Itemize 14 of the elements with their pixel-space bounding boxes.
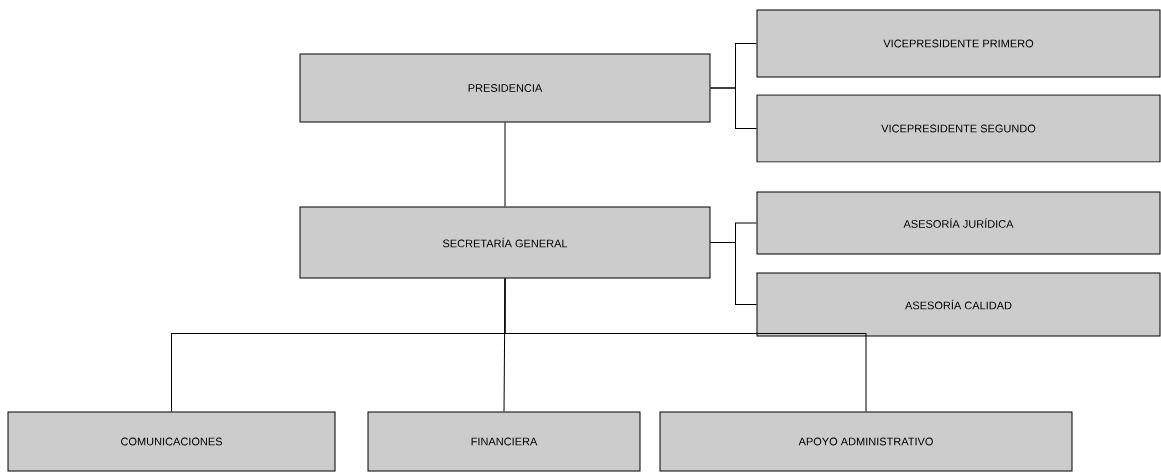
org-box: COMUNICACIONES [7,411,336,472]
connector-line [504,278,867,412]
org-box: PRESIDENCIA [299,53,711,123]
org-box: SECRETARÍA GENERAL [299,206,711,279]
org-box: ASESORÍA JURÍDICA [756,191,1161,255]
connector-line [503,278,506,412]
connector-line [710,87,757,129]
org-box: ASESORÍA CALIDAD [756,272,1161,337]
org-box: APOYO ADMINISTRATIVO [659,411,1073,472]
connector-line [504,122,506,207]
org-box: FINANCIERA [367,411,641,472]
org-box: VICEPRESIDENTE PRIMERO [756,9,1161,78]
connector-line [710,242,757,305]
org-box: VICEPRESIDENTE SEGUNDO [756,94,1161,163]
